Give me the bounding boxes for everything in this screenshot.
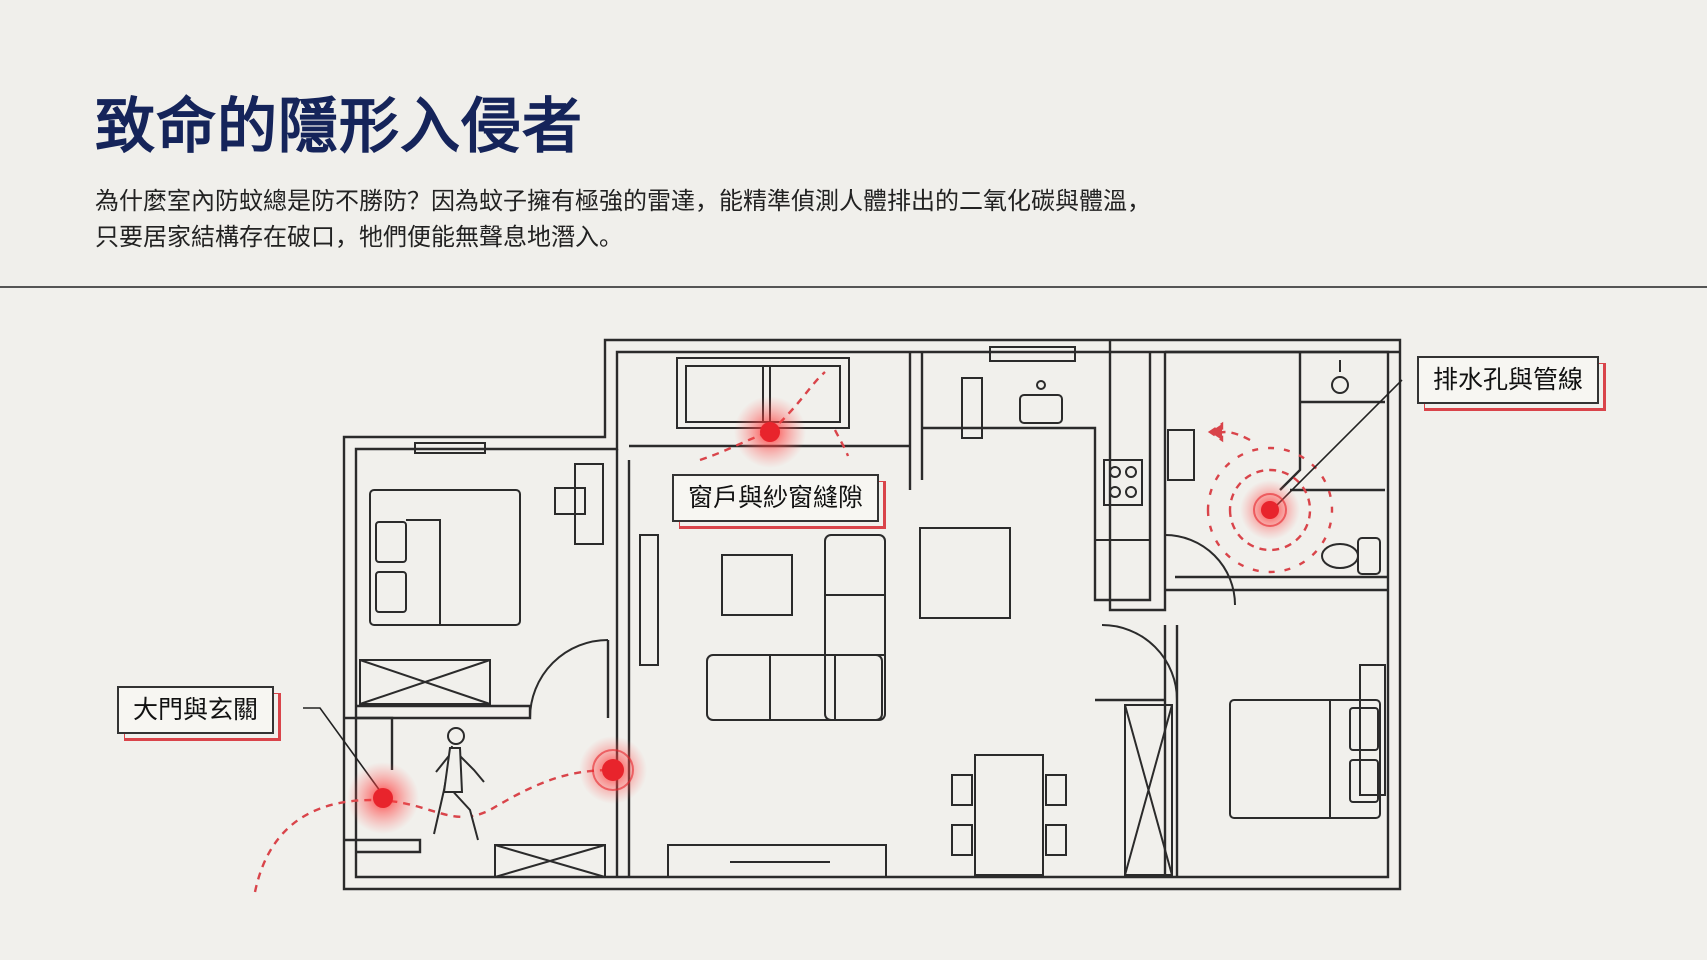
bathroom xyxy=(1167,360,1381,575)
description: 為什麼室內防蚊總是防不勝防？因為蚊子擁有極強的雷達，能精準偵測人體排出的二氧化碳… xyxy=(95,183,1495,255)
callout-window: 窗戶與紗窗縫隙 xyxy=(672,474,880,522)
kitchen xyxy=(1019,380,1150,541)
callout-drain: 排水孔與管線 xyxy=(1417,356,1600,404)
window-frame xyxy=(676,346,1076,429)
hotspot-icon xyxy=(734,396,806,468)
description-line-2: 只要居家結構存在破口，牠們便能無聲息地潛入。 xyxy=(95,223,623,251)
callout-door: 大門與玄關 xyxy=(117,686,275,734)
header xyxy=(0,0,1707,288)
living-furniture xyxy=(639,377,1011,878)
walls xyxy=(342,338,1402,891)
hotspot-icon xyxy=(347,762,419,834)
page-title: 致命的隱形入侵者 xyxy=(95,92,583,162)
header-divider xyxy=(0,286,1707,288)
dining-table xyxy=(951,754,1067,876)
right-bedroom-furniture xyxy=(1229,664,1386,819)
person-walking-icon xyxy=(433,727,485,841)
hotspot-icon xyxy=(1240,480,1300,540)
left-bedroom-furniture xyxy=(359,442,604,705)
hotspot-icon xyxy=(579,736,647,804)
wardrobe xyxy=(494,704,1173,878)
description-line-1: 為什麼室內防蚊總是防不勝防？因為蚊子擁有極強的雷達，能精準偵測人體排出的二氧化碳… xyxy=(95,187,1151,215)
